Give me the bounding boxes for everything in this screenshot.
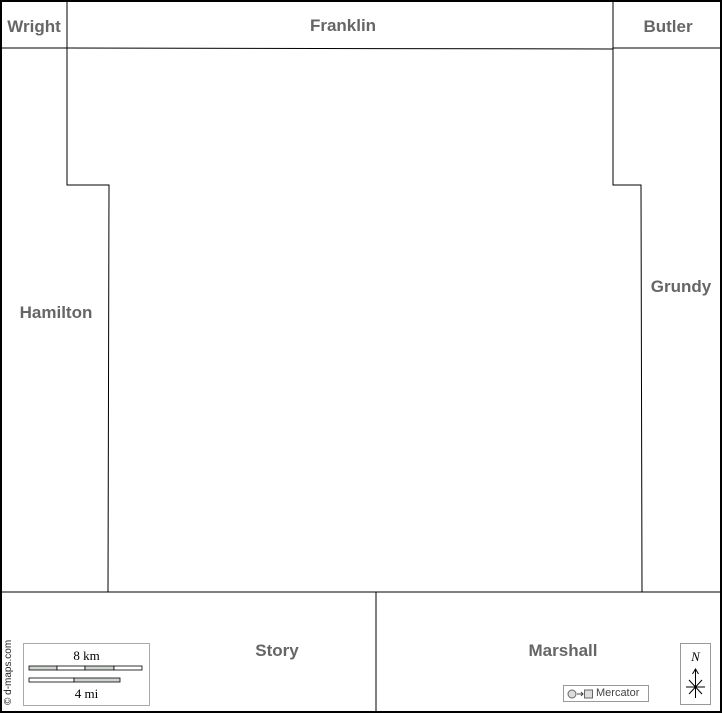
label-franklin: Franklin	[309, 16, 377, 35]
scale-bar: 8 km 4 mi	[23, 643, 150, 706]
label-hamilton: Hamilton	[19, 303, 93, 322]
label-grundy: Grundy	[650, 277, 712, 296]
grundy-border	[612, 48, 643, 593]
scale-km-label: 8 km	[73, 648, 100, 663]
projection-icon	[567, 689, 593, 699]
compass-north-label: N	[691, 649, 700, 664]
label-marshall: Marshall	[528, 641, 598, 660]
scale-mi-label: 4 mi	[74, 686, 99, 701]
projection-label: Mercator	[596, 687, 640, 699]
compass-rose-icon	[686, 668, 705, 698]
label-story: Story	[255, 641, 299, 660]
scale-bars	[28, 665, 143, 683]
compass: N	[680, 643, 711, 705]
label-butler: Butler	[643, 17, 693, 36]
projection-box: Mercator	[563, 685, 649, 702]
copyright: © d-maps.com	[3, 639, 14, 705]
label-wright: Wright	[7, 17, 61, 36]
hamilton-border	[66, 48, 110, 593]
franklin-border	[66, 47, 614, 50]
